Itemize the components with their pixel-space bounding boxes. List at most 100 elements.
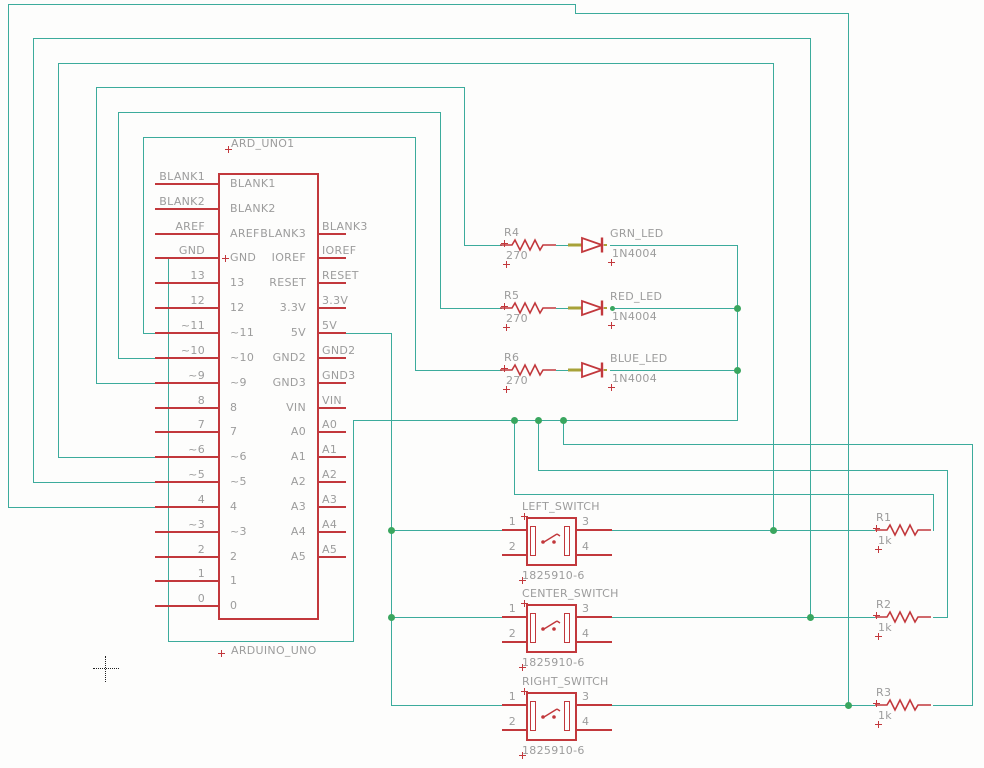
pin-stub[interactable] <box>576 616 612 618</box>
pin-stub[interactable] <box>155 456 218 458</box>
wire-segment[interactable] <box>575 4 576 14</box>
resistor-R1[interactable] <box>875 523 933 537</box>
pin-label-outside[interactable]: BLANK1 <box>159 170 205 183</box>
resistor-value-label[interactable]: 1k <box>878 709 892 722</box>
pin-stub[interactable] <box>502 704 526 706</box>
pin-stub[interactable] <box>155 506 218 508</box>
wire-segment[interactable] <box>143 137 416 138</box>
pin-stub[interactable] <box>155 605 218 607</box>
pin-stub[interactable] <box>318 431 346 433</box>
pin-label-outside[interactable]: ~3 <box>188 518 205 531</box>
pin-label-outside[interactable]: 7 <box>197 418 205 431</box>
switch-body-LEFT_SWITCH[interactable] <box>526 517 577 566</box>
pin-label-outside[interactable]: GND3 <box>322 369 356 382</box>
wire-segment[interactable] <box>538 420 539 471</box>
pin-label-outside[interactable]: A1 <box>322 443 338 456</box>
resistor-name-label[interactable]: R4 <box>504 226 520 239</box>
resistor-name-label[interactable]: R3 <box>876 686 892 699</box>
wire-segment[interactable] <box>8 507 155 508</box>
resistor-value-label[interactable]: 270 <box>506 374 528 387</box>
arduino-symbol-body[interactable] <box>218 173 319 620</box>
pin-stub[interactable] <box>155 382 218 384</box>
pin-label-outside[interactable]: ~10 <box>180 344 205 357</box>
pin-stub[interactable] <box>318 407 346 409</box>
pin-stub[interactable] <box>155 332 218 334</box>
diode-name-label[interactable]: GRN_LED <box>610 227 664 240</box>
wire-segment[interactable] <box>118 112 441 113</box>
resistor-name-label[interactable]: R1 <box>876 511 892 524</box>
resistor-name-label[interactable]: R2 <box>876 598 892 611</box>
diode-symbol[interactable] <box>566 235 612 255</box>
wire-segment[interactable] <box>8 4 575 5</box>
resistor-R2[interactable] <box>875 610 933 624</box>
pin-label-outside[interactable]: VIN <box>322 394 342 407</box>
pin-stub[interactable] <box>318 233 346 235</box>
wire-segment[interactable] <box>168 641 354 642</box>
wire-segment[interactable] <box>391 705 503 706</box>
pin-label-outside[interactable]: ~5 <box>188 468 205 481</box>
wire-segment[interactable] <box>556 308 572 309</box>
resistor-value-label[interactable]: 270 <box>506 249 528 262</box>
pin-stub[interactable] <box>155 282 218 284</box>
pin-stub[interactable] <box>318 332 346 334</box>
pin-label-outside[interactable]: ~6 <box>188 443 205 456</box>
wire-segment[interactable] <box>353 420 738 421</box>
resistor-R3[interactable] <box>875 698 933 712</box>
pin-stub[interactable] <box>318 257 346 259</box>
resistor-value-label[interactable]: 1k <box>878 534 892 547</box>
wire-segment[interactable] <box>972 444 973 706</box>
wire-segment[interactable] <box>391 530 503 531</box>
switch-name-label[interactable]: LEFT_SWITCH <box>522 500 600 513</box>
wire-segment[interactable] <box>514 420 515 495</box>
pin-stub[interactable] <box>155 556 218 558</box>
wire-segment[interactable] <box>96 383 155 384</box>
pin-stub[interactable] <box>576 729 612 731</box>
wire-segment[interactable] <box>563 444 973 445</box>
pin-label-outside[interactable]: BLANK2 <box>159 195 205 208</box>
pin-stub[interactable] <box>318 531 346 533</box>
wire-segment[interactable] <box>612 705 875 706</box>
wire-segment[interactable] <box>933 705 973 706</box>
wire-segment[interactable] <box>464 245 502 246</box>
wire-segment[interactable] <box>346 333 392 334</box>
diode-value-label[interactable]: 1N4004 <box>612 310 658 323</box>
pin-label-outside[interactable]: AREF <box>175 220 205 233</box>
pin-stub[interactable] <box>502 616 526 618</box>
wire-segment[interactable] <box>773 63 774 531</box>
wire-segment[interactable] <box>737 245 738 421</box>
wire-segment[interactable] <box>933 617 948 618</box>
wire-segment[interactable] <box>440 112 441 309</box>
pin-label-outside[interactable]: A2 <box>322 468 338 481</box>
pin-label-outside[interactable]: 2 <box>197 543 205 556</box>
wire-segment[interactable] <box>610 370 738 371</box>
pin-stub[interactable] <box>318 506 346 508</box>
switch-name-label[interactable]: RIGHT_SWITCH <box>522 675 609 688</box>
pin-stub[interactable] <box>155 208 218 210</box>
pin-label-outside[interactable]: A4 <box>322 518 338 531</box>
pin-label-outside[interactable]: GND2 <box>322 344 356 357</box>
pin-stub[interactable] <box>155 307 218 309</box>
pin-stub[interactable] <box>318 282 346 284</box>
wire-segment[interactable] <box>612 530 875 531</box>
switch-part-label[interactable]: 1825910-6 <box>522 744 585 757</box>
pin-stub[interactable] <box>155 183 218 185</box>
wire-segment[interactable] <box>556 370 572 371</box>
pin-stub[interactable] <box>155 481 218 483</box>
pin-stub[interactable] <box>576 529 612 531</box>
pin-label-outside[interactable]: 3.3V <box>322 294 349 307</box>
arduino-ref-label[interactable]: ARD_UNO1 <box>231 137 295 150</box>
pin-stub[interactable] <box>155 257 218 259</box>
pin-stub[interactable] <box>318 307 346 309</box>
wire-segment[interactable] <box>933 494 934 531</box>
diode-symbol[interactable] <box>566 298 612 318</box>
wire-segment[interactable] <box>947 470 948 618</box>
wire-segment[interactable] <box>391 617 503 618</box>
pin-stub[interactable] <box>155 531 218 533</box>
wire-segment[interactable] <box>575 13 849 14</box>
wire-segment[interactable] <box>538 470 948 471</box>
pin-label-outside[interactable]: A0 <box>322 418 338 431</box>
resistor-name-label[interactable]: R6 <box>504 351 520 364</box>
wire-segment[interactable] <box>353 420 354 642</box>
pin-label-outside[interactable]: GND <box>178 244 205 257</box>
wire-segment[interactable] <box>391 333 392 706</box>
